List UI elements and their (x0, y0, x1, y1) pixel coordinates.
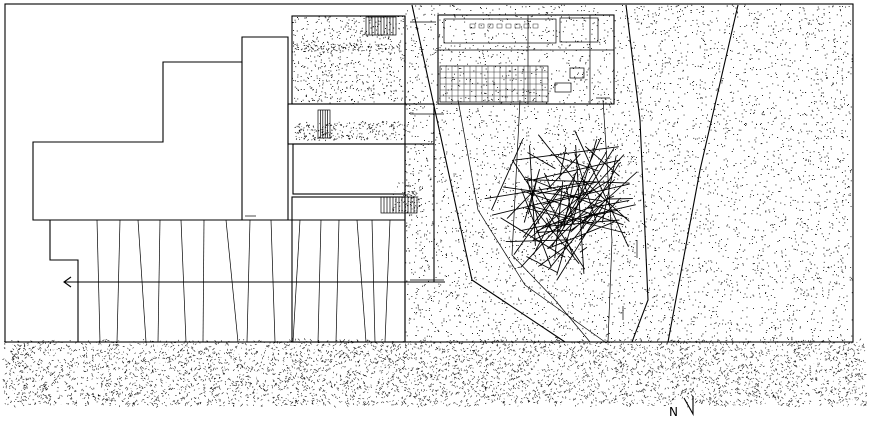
pavilion-floor-grid (440, 23, 548, 102)
pavilion-fixture-2 (554, 82, 572, 93)
contour-line-3 (511, 99, 591, 343)
north-arrow: N (669, 396, 694, 419)
contour-line-1 (411, 4, 566, 343)
terrace-lower (292, 143, 406, 195)
pavilion-room-right (559, 17, 599, 43)
stipple-ground-texture (292, 4, 853, 342)
contour-line-4 (602, 99, 613, 343)
vegetation-band (2, 337, 868, 408)
annotation-marks (245, 21, 638, 320)
section-arrow-head (63, 276, 72, 288)
pavilion-fixture (569, 67, 585, 79)
contour-line-6 (667, 4, 739, 343)
stair-top (365, 16, 397, 36)
contour-line-2 (457, 99, 606, 343)
site-boundary (4, 3, 854, 343)
building-massing (32, 36, 289, 221)
contour-line-5 (625, 4, 649, 343)
terrace-hatching (294, 42, 424, 214)
terrace-mid (287, 103, 435, 145)
tree-scribble (484, 130, 638, 281)
north-label: N (669, 405, 678, 419)
stair-mid (317, 109, 331, 139)
lower-wall (49, 220, 79, 342)
pavilion-plan (437, 14, 615, 105)
pavilion-room-top (443, 18, 557, 44)
perspective-column-lines (50, 219, 405, 343)
